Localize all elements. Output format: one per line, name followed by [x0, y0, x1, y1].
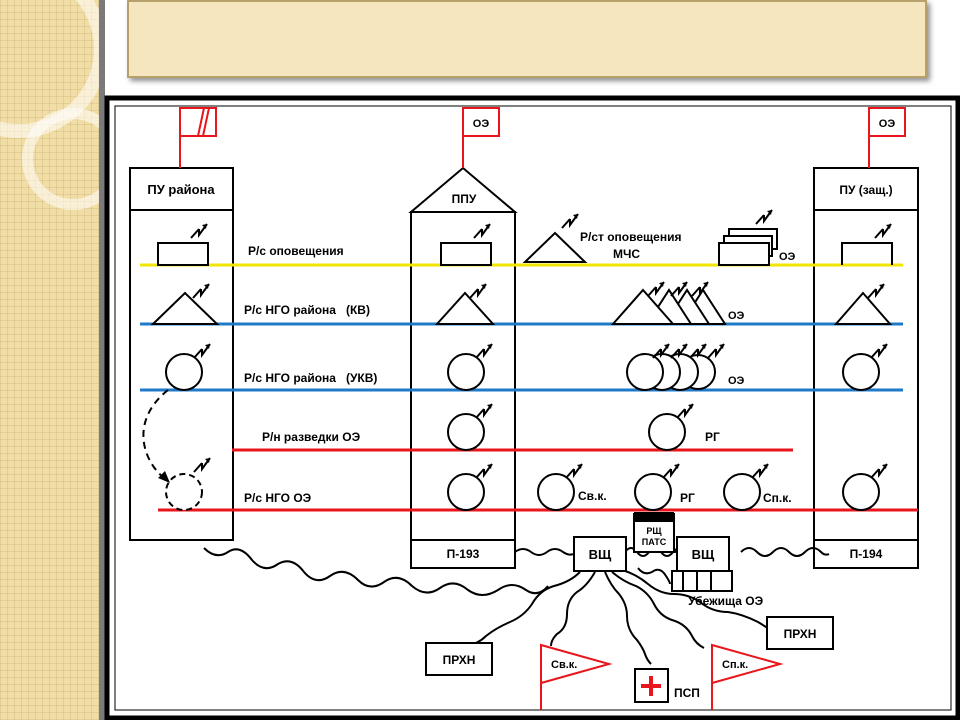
wire-vsch-svk: [550, 571, 596, 647]
wire-vsch-psp: [604, 571, 652, 665]
radio-station-icon: [165, 353, 203, 391]
label-sp-k: Сп.к.: [763, 491, 792, 505]
label-rsch-1: РЩ: [646, 526, 662, 536]
label-rg-1: РГ: [705, 430, 720, 444]
radio-station-icon: [157, 242, 209, 266]
wire-vsch-p194: [740, 547, 830, 557]
red-cross-icon: [641, 676, 661, 696]
radio-station-icon: [723, 473, 761, 511]
radio-station-icon: [522, 231, 588, 263]
flag-icon: [868, 107, 906, 137]
label-rsch-2: ПАТС: [642, 537, 667, 547]
flag-icon: [540, 643, 613, 685]
label-p193: П-193: [447, 547, 480, 561]
label-flag-svk: Св.к.: [551, 659, 577, 671]
radio-station-icon: [634, 473, 672, 511]
label-oe-2: ОЭ: [728, 310, 745, 322]
label-rs-ngo-ukv: Р/с НГО района (УКВ): [244, 371, 377, 385]
label-oe-1: ОЭ: [779, 251, 796, 263]
radio-station-icon: [447, 473, 485, 511]
label-pu-rayona: ПУ района: [147, 182, 215, 197]
label-rs-ngo-oe: Р/с НГО ОЭ: [244, 491, 312, 505]
wire-pu-to-vsch: [203, 547, 549, 596]
label-ubezh: Убежища ОЭ: [688, 594, 764, 608]
label-vsch-1: ВЩ: [589, 547, 612, 562]
label-oe-3: ОЭ: [728, 375, 745, 387]
flag-icon: [711, 643, 784, 685]
radio-station-icon: [648, 413, 686, 451]
radio-station-icon: [434, 291, 496, 325]
wire-vsch-prhn-left: [465, 571, 581, 647]
label-rst-mchs-1: Р/ст оповещения: [580, 230, 681, 244]
sidebar-edge: [99, 0, 105, 720]
prhn-box-right: [766, 616, 834, 650]
radio-station-icon: [718, 242, 770, 266]
radio-station-icon: [440, 242, 492, 266]
label-oe-flag-2: ОЭ: [879, 118, 896, 130]
label-rst-mchs-2: МЧС: [613, 247, 640, 261]
radio-station-icon: [626, 353, 664, 391]
label-rn-razv: Р/н разведки ОЭ: [262, 430, 361, 444]
sidebar-decoration: [0, 0, 104, 720]
radio-station-icon: [841, 242, 893, 265]
radio-station-icon: [447, 413, 485, 451]
vsch-box-2: [676, 536, 730, 572]
label-rs-ngo-kv: Р/с НГО района (КВ): [244, 303, 370, 317]
label-rg-2: РГ: [680, 491, 695, 505]
label-psp: ПСП: [674, 686, 700, 700]
radio-station-icon: [833, 291, 893, 325]
radio-station-icon: [842, 353, 880, 391]
title-box: [127, 0, 927, 78]
label-vsch-2: ВЩ: [692, 547, 715, 562]
label-prhn-2: ПРХН: [784, 627, 817, 641]
label-rs-opov: Р/с оповещения: [248, 244, 344, 258]
label-oe-flag-1: ОЭ: [473, 118, 490, 130]
radio-station-icon: [150, 291, 220, 325]
label-ppu: ППУ: [452, 192, 477, 206]
diagram-inner-frame: [114, 105, 952, 711]
radio-station-icon: [537, 473, 575, 511]
radio-station-icon: [610, 288, 676, 325]
radio-station-icon: [447, 353, 485, 391]
wire-vsch-spk: [611, 571, 705, 649]
prhn-box-left: [425, 642, 493, 676]
dashed-arrow: [142, 389, 169, 479]
label-p194: П-194: [850, 547, 883, 561]
mobile-station-icon: [165, 473, 203, 511]
flag-icon: [462, 107, 500, 137]
label-sv-k: Св.к.: [578, 489, 607, 503]
label-flag-spk: Сп.к.: [722, 659, 748, 671]
wire-p193-vsch: [514, 548, 574, 556]
deco-ring-small: [22, 108, 104, 210]
label-pu-zasch: ПУ (защ.): [839, 183, 892, 197]
vsch-box-1: [573, 536, 627, 572]
shelter-box: [671, 570, 733, 592]
label-prhn-1: ПРХН: [443, 653, 476, 667]
radio-station-icon: [842, 473, 880, 511]
